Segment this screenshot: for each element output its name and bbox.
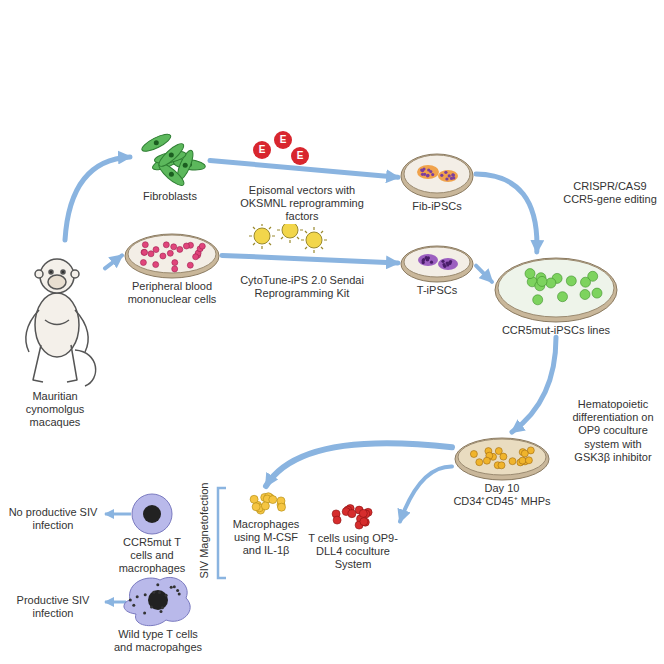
icon <box>122 228 222 280</box>
edge-label: Episomal vectors with OKSMNL reprogrammi… <box>232 184 372 224</box>
culture-dish: CCR5mut-iPSCs lines <box>492 252 620 337</box>
icon <box>226 486 306 518</box>
annotation: SIV Magnetofection <box>198 481 211 581</box>
icon <box>5 240 105 390</box>
annotation: No productive SIV infection <box>5 506 101 532</box>
node-label: T cells using OP9-DLL4 coculture System <box>306 532 400 572</box>
node-label: CCR5mut T cells and macrophages <box>112 536 192 576</box>
bracket <box>218 488 226 578</box>
flow-arrow <box>222 255 398 263</box>
icon-letter: E <box>293 150 307 162</box>
culture-dish: Peripheral blood mononuclear cells <box>122 228 222 306</box>
icon <box>398 240 476 284</box>
leader-arrow <box>105 513 131 516</box>
cell-image: Fibroblasts <box>130 132 210 203</box>
icon <box>306 500 400 532</box>
node-label: CCR5mut-iPSCs lines <box>492 324 620 337</box>
node-label: Mauritian cynomolgus macaques <box>5 390 105 430</box>
icon-letter: E <box>255 144 269 156</box>
icon <box>452 432 552 482</box>
cell-image: CCR5mut T cells and macrophages <box>112 492 192 576</box>
cell-cluster: Macrophages using M-CSF and IL-1β <box>226 486 306 558</box>
node-label: T-iPSCs <box>398 284 476 297</box>
flow-arrow <box>210 161 398 178</box>
flow-arrow <box>65 157 130 240</box>
flow-arrow <box>512 337 556 432</box>
culture-dish: T-iPSCs <box>398 240 476 297</box>
flow-arrow <box>266 443 452 486</box>
culture-dish: Fib-iPSCs <box>398 148 476 213</box>
node-label: Wild type T cells and macropahges <box>108 628 208 654</box>
icon <box>492 252 620 324</box>
flow-arrow <box>400 466 452 521</box>
flow-arrow <box>476 174 537 252</box>
episomal-vector-icons <box>253 131 309 165</box>
icon <box>398 148 476 200</box>
cell-cluster: T cells using OP9-DLL4 coculture System <box>306 500 400 572</box>
node-label: Fibroblasts <box>130 190 210 203</box>
node-label: Fib-iPSCs <box>398 200 476 213</box>
leader-arrow <box>105 601 126 604</box>
edge-label: CRISPR/CAS9 CCR5-gene editing <box>562 180 658 206</box>
flow-arrow <box>105 255 122 268</box>
macaque-figure: Mauritian cynomolgus macaques <box>5 240 105 430</box>
node-label: Day 10 CD34⁺CD45⁺ MHPs <box>452 482 552 508</box>
icon <box>130 132 210 190</box>
edge-label: Hematopoietic differentiation on OP9 coc… <box>566 398 660 464</box>
edge-label: CytoTune-iPS 2.0 Sendai Reprogramming Ki… <box>232 274 372 300</box>
cell-image: Wild type T cells and macropahges <box>108 572 208 654</box>
annotation: Productive SIV infection <box>5 594 101 620</box>
node-label: Macrophages using M-CSF and IL-1β <box>226 518 306 558</box>
icon <box>108 572 208 628</box>
node-label: Peripheral blood mononuclear cells <box>122 280 222 306</box>
icon <box>112 492 192 536</box>
icon-letter: E <box>276 134 290 146</box>
culture-dish: Day 10 CD34⁺CD45⁺ MHPs <box>452 432 552 508</box>
flow-arrow <box>476 266 492 282</box>
